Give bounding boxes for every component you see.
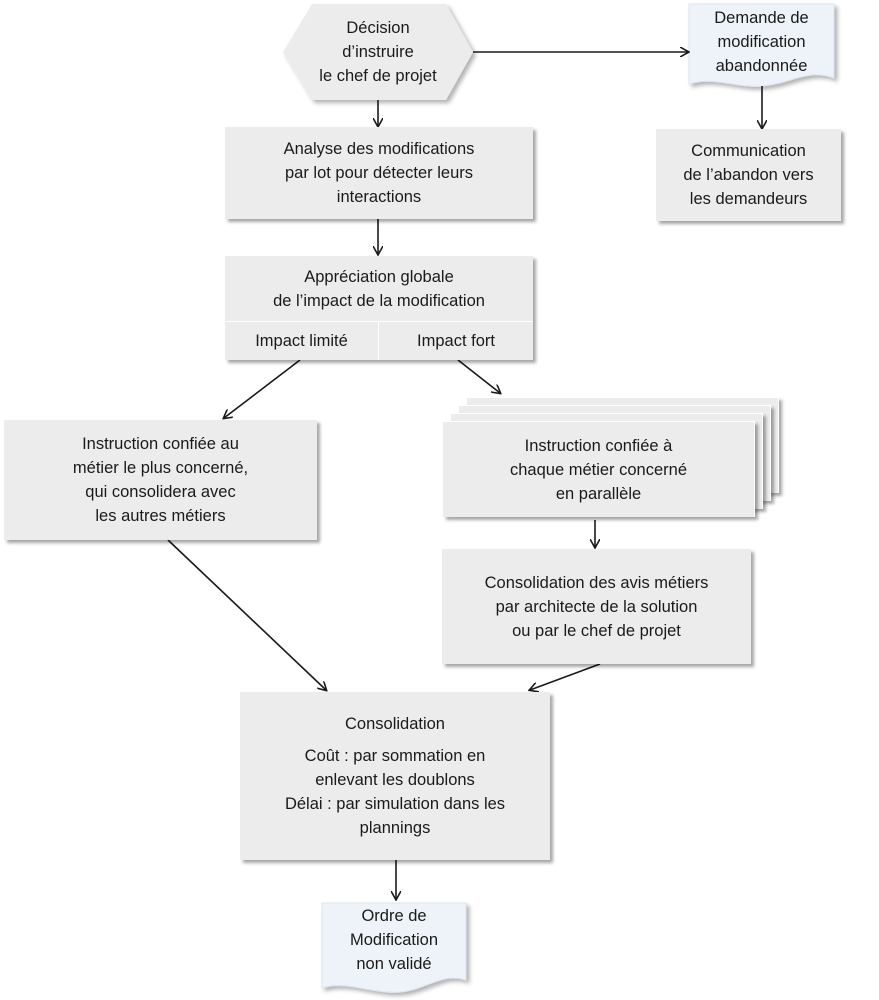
consolidation-avis-box: Consolidation des avis métiers par archi… <box>442 549 751 664</box>
ordre-line: Modification <box>349 931 439 949</box>
demande-line: modification <box>717 33 806 51</box>
decision-label: Décision d’instruire le chef de projet <box>283 4 473 100</box>
analyse-line: interactions <box>336 188 422 206</box>
decision-line: d’instruire <box>342 43 414 61</box>
instruction-parallele-line: Instruction confiée à <box>524 436 673 455</box>
arrow-limite-to-instruction <box>224 359 301 418</box>
demande-abandonnee-doc <box>688 3 835 87</box>
decision-line: Décision <box>346 19 410 37</box>
impact-limite-cell: Impact limité <box>225 321 379 360</box>
arrow-avis-to-consolidation <box>530 663 601 690</box>
arrow-fort-to-instruction-parallele <box>457 359 500 393</box>
consolidation-avis-line: ou par le chef de projet <box>512 621 681 640</box>
communication-box: Communication de l’abandon vers les dema… <box>656 129 841 221</box>
instruction-metier-line: Instruction confiée au <box>82 435 239 453</box>
appreciation-line: Appréciation globale <box>304 268 454 286</box>
communication-line: de l’abandon vers <box>683 166 814 184</box>
ordre-label: Ordre de Modification non validé <box>322 904 466 976</box>
instruction-metier-line: les autres métiers <box>95 507 226 525</box>
instruction-metier-line: qui consolidera avec <box>85 483 236 501</box>
instruction-parallele-box: Instruction confiée à chaque métier conc… <box>443 421 755 517</box>
analyse-line: Analyse des modifications <box>283 140 475 158</box>
analyse-line: par lot pour détecter leurs <box>284 164 474 182</box>
consolidation-line: Coût : par sommation en <box>304 747 486 765</box>
consolidation-box: Consolidation Coût : par sommation en en… <box>240 692 550 860</box>
communication-line: Communication <box>691 142 806 160</box>
impact-limite-label: Impact limité <box>255 331 348 350</box>
decision-line: le chef de projet <box>319 67 437 85</box>
instruction-parallele-line: en parallèle <box>555 484 642 503</box>
consolidation-line: plannings <box>359 819 431 837</box>
ordre-doc <box>321 902 467 993</box>
analyse-box: Analyse des modifications par lot pour d… <box>225 127 533 219</box>
decision-hexagon <box>283 4 473 100</box>
demande-line: Demande de <box>714 9 809 27</box>
impact-fort-cell: Impact fort <box>379 321 533 360</box>
arrow-instruction-to-consolidation <box>167 539 326 690</box>
consolidation-line: enlevant les doublons <box>315 771 475 789</box>
demande-abandonnee-label: Demande de modification abandonnée <box>689 6 834 78</box>
consolidation-avis-line: Consolidation des avis métiers <box>484 573 709 592</box>
communication-line: les demandeurs <box>689 190 808 208</box>
impact-fort-label: Impact fort <box>417 331 495 350</box>
appreciation-line: de l’impact de la modification <box>273 292 485 310</box>
ordre-line: Ordre de <box>361 907 427 925</box>
instruction-metier-box: Instruction confiée au métier le plus co… <box>4 420 317 540</box>
demande-line: abandonnée <box>715 57 808 75</box>
consolidation-line: Délai : par simulation dans les <box>284 795 506 813</box>
consolidation-title: Consolidation <box>345 715 445 733</box>
instruction-metier-line: métier le plus concerné, <box>72 459 249 477</box>
ordre-line: non validé <box>356 955 432 973</box>
consolidation-avis-line: par architecte de la solution <box>495 597 698 616</box>
instruction-parallele-line: chaque métier concerné <box>509 460 688 479</box>
